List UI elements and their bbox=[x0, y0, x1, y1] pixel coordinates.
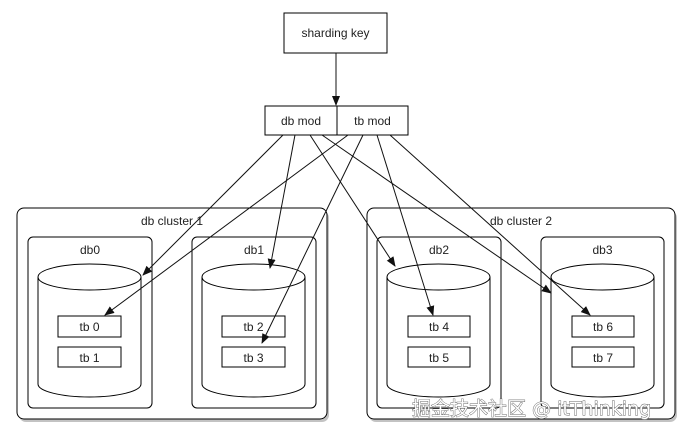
watermark: 掘金技术社区 @ itThinking bbox=[412, 398, 651, 420]
db1-label: db1 bbox=[244, 243, 264, 257]
table-tb3-label: tb 3 bbox=[243, 351, 263, 365]
db2-label: db2 bbox=[429, 243, 449, 257]
arrows bbox=[104, 53, 591, 344]
arrow-db-mod-to-db1 bbox=[267, 134, 296, 269]
table-tb6 bbox=[571, 315, 635, 338]
sharding-key-label: sharding key bbox=[301, 26, 369, 40]
arrow-tb-mod-to-tb6 bbox=[389, 134, 591, 316]
database-db3: db3 tb 6 tb 7 bbox=[540, 236, 665, 409]
tb-mod-box bbox=[336, 105, 409, 136]
cluster-1: db cluster 1 db0 tb 0 tb 1 db1 tb 2 bbox=[16, 207, 329, 422]
table-tb4 bbox=[407, 315, 471, 338]
database-db0: db0 tb 0 tb 1 bbox=[27, 236, 153, 409]
arrow-db-mod-to-db2 bbox=[309, 134, 396, 267]
db-mod-box bbox=[264, 105, 338, 136]
table-tb6-label: tb 6 bbox=[593, 320, 613, 334]
cluster-1-label: db cluster 1 bbox=[141, 214, 203, 228]
arrow-db-mod-to-db0 bbox=[142, 134, 284, 276]
cluster-2-label: db cluster 2 bbox=[490, 214, 552, 228]
table-tb2 bbox=[221, 315, 286, 338]
arrow-tb-mod-to-tb4 bbox=[376, 134, 435, 316]
table-tb1-label: tb 1 bbox=[79, 351, 99, 365]
table-tb5 bbox=[407, 346, 471, 368]
table-tb7 bbox=[571, 346, 635, 368]
sharding-key-box bbox=[283, 12, 388, 54]
table-tb2-label: tb 2 bbox=[243, 320, 263, 334]
arrow-tb-mod-to-tb0 bbox=[104, 134, 349, 316]
mod-node: db mod tb mod bbox=[264, 105, 409, 136]
database-db1: db1 tb 2 tb 3 bbox=[191, 236, 317, 409]
tb-mod-label: tb mod bbox=[354, 114, 391, 128]
table-tb0 bbox=[57, 315, 122, 338]
cluster-2: db cluster 2 db2 tb 4 tb 5 db3 tb 6 bbox=[366, 207, 677, 422]
table-tb0-label: tb 0 bbox=[79, 320, 99, 334]
sharding-key-node: sharding key bbox=[283, 12, 388, 54]
arrow-db-mod-to-db3 bbox=[321, 134, 552, 294]
table-tb5-label: tb 5 bbox=[429, 351, 449, 365]
table-tb3 bbox=[221, 346, 286, 368]
database-db2: db2 tb 4 tb 5 bbox=[376, 236, 502, 409]
arrow-tb-mod-to-tb3 bbox=[261, 134, 364, 344]
db-mod-label: db mod bbox=[281, 114, 321, 128]
table-tb7-label: tb 7 bbox=[593, 351, 613, 365]
table-tb1 bbox=[57, 346, 122, 368]
table-tb4-label: tb 4 bbox=[429, 320, 449, 334]
db3-label: db3 bbox=[592, 243, 612, 257]
db0-label: db0 bbox=[80, 243, 100, 257]
